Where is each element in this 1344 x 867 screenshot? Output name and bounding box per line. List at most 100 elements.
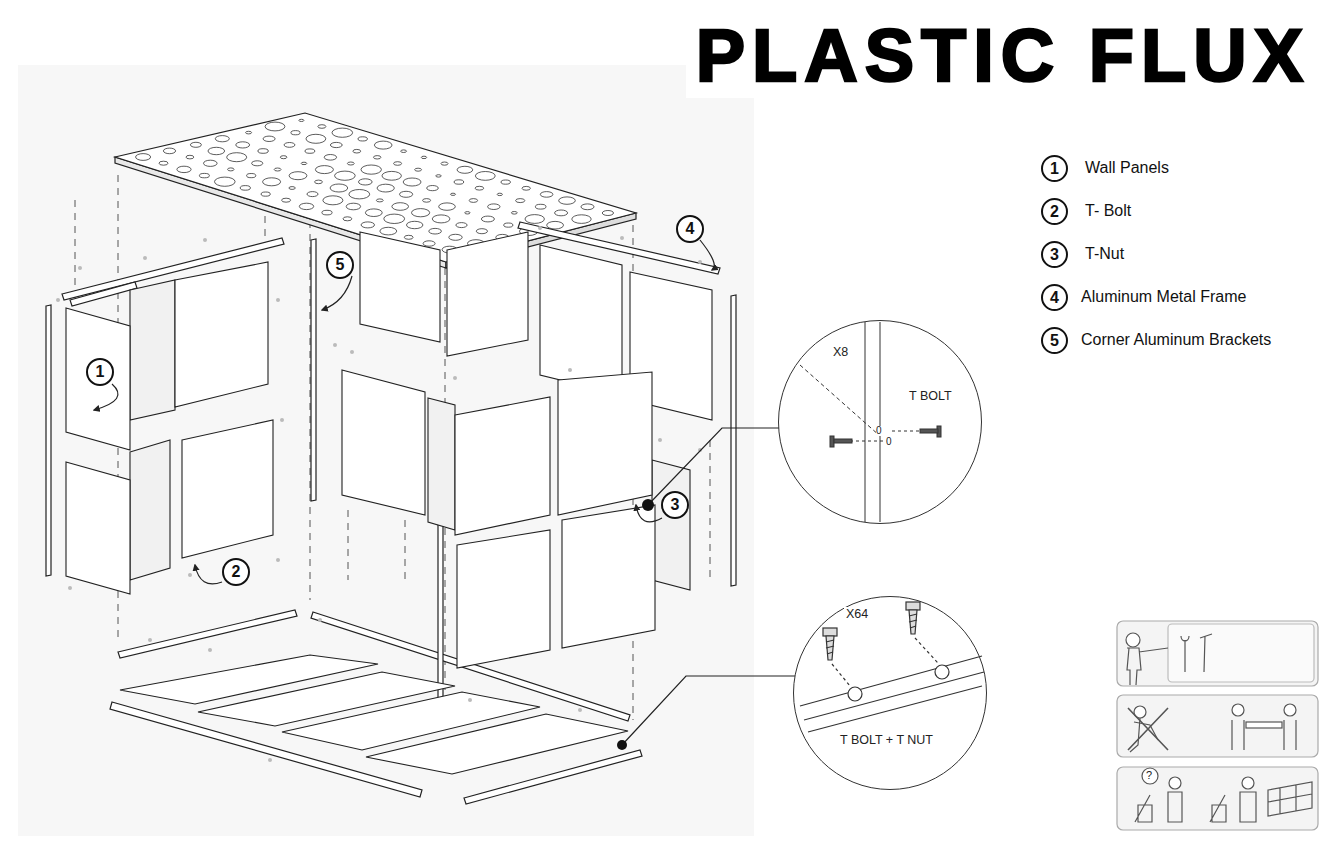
wall-panels-part — [562, 505, 655, 648]
wall-panels — [66, 232, 712, 668]
roof-panel-part-part — [365, 209, 382, 217]
roof-panel-part-part — [359, 179, 373, 185]
roof-panel-part-part — [335, 171, 356, 180]
roof-panel-part-part — [394, 162, 402, 166]
roof-panel-part-part — [401, 150, 407, 153]
background-panel — [18, 65, 754, 836]
roof-panel-part-part — [475, 186, 484, 190]
roof-panel-part-part — [432, 215, 450, 223]
detail-bottom-drawing-part-part — [823, 628, 837, 636]
roof-panel-part-part — [322, 210, 332, 215]
detail-top-drawing-part — [880, 322, 881, 522]
roof-panel-part-part — [159, 161, 168, 165]
wall-panels-part — [66, 308, 130, 450]
roof-panel-part-part — [497, 193, 502, 195]
detail-dots — [617, 499, 654, 750]
note-label: 0 — [886, 437, 892, 447]
roof-panel-part-part — [252, 161, 263, 166]
frame-bars-part — [118, 610, 297, 658]
instruction-icons-part — [1268, 782, 1312, 816]
callout-text: 4 — [1050, 290, 1059, 306]
wall-panels-part — [175, 262, 268, 407]
callout-number: 2 — [1041, 198, 1068, 225]
roof-panel-part-part — [291, 131, 300, 135]
detail-bottom-drawing-part — [800, 656, 982, 706]
roof-panel-part-part — [456, 223, 467, 228]
wall-panels-part — [447, 232, 528, 356]
roof-panel-part-part — [522, 186, 530, 190]
callout-arrows-part — [94, 384, 118, 410]
roof-panel-part-part — [282, 198, 291, 202]
floor-panels-part — [366, 714, 628, 774]
instruction-icons-part — [1242, 777, 1254, 789]
instruction-icons-part — [1117, 621, 1318, 686]
roof-panel-part-part — [516, 199, 525, 203]
screw-dots-part — [468, 698, 472, 702]
guide-lines-part — [75, 200, 76, 300]
detail-bottom-drawing-part — [823, 602, 920, 660]
detail-bottom-drawing-part-part — [909, 610, 917, 634]
wall-panels-part — [455, 397, 550, 535]
screw-dots-part — [268, 758, 272, 762]
roof-panel-part-part — [465, 212, 470, 214]
roof-panel-part-part — [427, 186, 439, 191]
detail-bottom-drawing-part-part — [826, 640, 834, 654]
roof-panel-part-part — [186, 155, 194, 159]
callout-number: 3 — [661, 491, 689, 519]
roof-panel-part-part — [263, 178, 281, 186]
roof-panel-part-part — [559, 197, 576, 204]
instruction-icons-part — [1142, 768, 1158, 784]
roof-panel-part-part — [136, 154, 151, 161]
instruction-icons — [1117, 621, 1318, 830]
legend-text: T-Nut — [1085, 244, 1124, 264]
roof-panel-part-part — [511, 212, 517, 215]
detail-dots-part — [642, 499, 654, 511]
instruction-icons-part — [1181, 636, 1189, 672]
roof-panel-part-part — [504, 223, 513, 227]
roof-panel-part-part — [377, 184, 394, 192]
screw-dots-part — [56, 298, 60, 302]
legend-text: Corner Aluminum Brackets — [1081, 330, 1271, 350]
roof-panel-part-part — [380, 227, 397, 235]
roof-panel-part-part — [330, 142, 342, 147]
instruction-icons-part — [1168, 624, 1314, 682]
roof-panel-part-part — [376, 199, 383, 202]
roof-panel-part-part — [361, 165, 381, 174]
roof-panel-part-part — [315, 180, 323, 184]
callout-number: 4 — [676, 215, 704, 243]
roof-panel-part-part — [547, 221, 564, 229]
roof-panel-part-part — [301, 162, 307, 164]
roof-panel-part-part — [602, 211, 613, 216]
roof-panel-part-part — [299, 203, 313, 209]
instruction-icons-part — [1117, 695, 1318, 757]
wall-panels-part — [558, 372, 652, 515]
roof-panel-part-part — [374, 156, 381, 159]
roof-panel-part-part — [227, 153, 247, 162]
roof-panel-part-part — [481, 216, 494, 222]
detail-bottom-drawing-part — [935, 665, 949, 679]
detail-bottom-drawing-part — [832, 664, 850, 686]
background-panel-part — [18, 65, 754, 836]
detail-label: X64 — [844, 607, 870, 621]
legend-text: Wall Panels — [1085, 158, 1169, 178]
roof-panel-part-part — [476, 229, 487, 234]
callout-text: 5 — [336, 257, 345, 273]
roof-panel-part-part — [415, 168, 422, 171]
wall-panels-part — [428, 398, 455, 530]
roof-panel-part-part — [403, 178, 421, 186]
wall-panels-part — [130, 440, 170, 580]
detail-bottom-drawing-part — [804, 672, 984, 720]
roof-panel-part-part — [263, 136, 275, 141]
instruction-icons-part — [1135, 792, 1182, 822]
detail-bottom-drawing-part — [808, 686, 982, 732]
roof-panel-part-part — [555, 210, 568, 216]
callout-number: 5 — [1041, 327, 1068, 354]
screw-dots-part — [276, 558, 280, 562]
frame-bars-part — [731, 295, 736, 586]
detail-top-drawing-part-part — [920, 429, 938, 433]
note-label: ? — [1146, 770, 1152, 781]
roof-panel-part-part — [581, 204, 594, 210]
callout-number: 1 — [1041, 155, 1068, 182]
roof-panel-part-part — [349, 190, 370, 199]
roof-panel-part-part — [305, 149, 315, 153]
